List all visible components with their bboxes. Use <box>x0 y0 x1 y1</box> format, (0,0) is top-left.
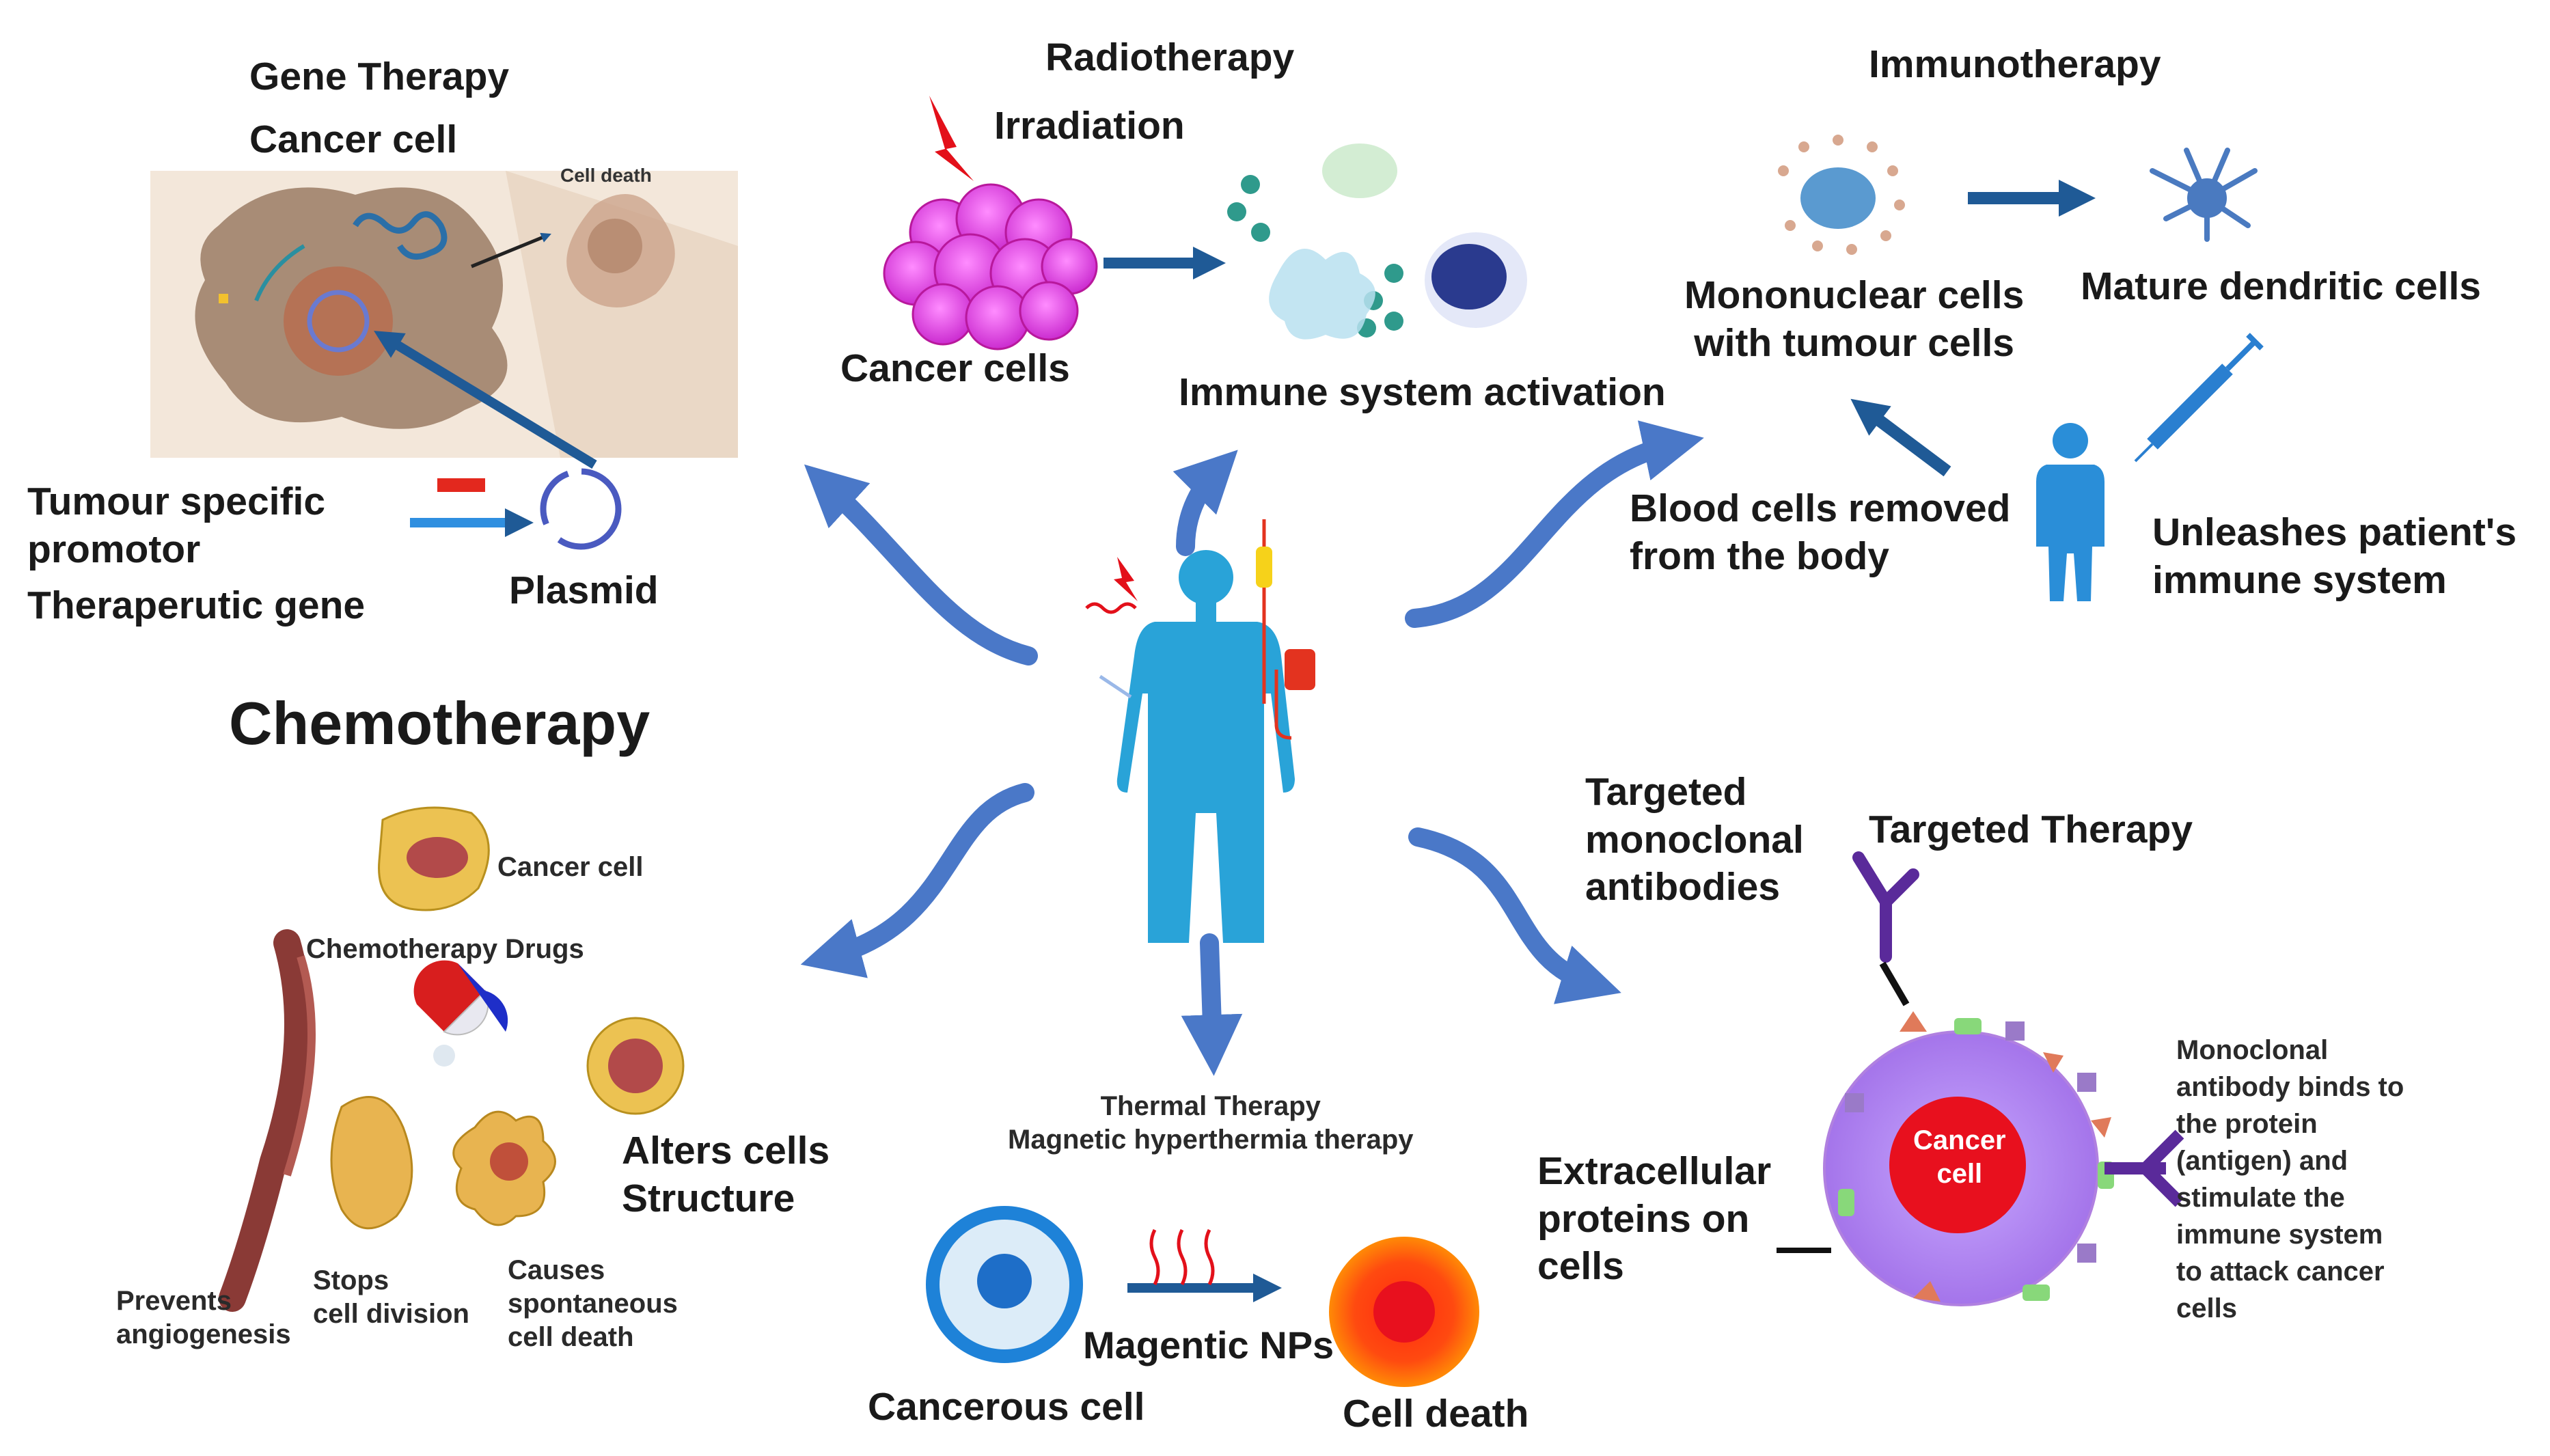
extracellular-label: Extracellular proteins on cells <box>1537 1149 1772 1289</box>
unleashes-label: Unleashes patient's immune system <box>2152 510 2517 602</box>
causes-label: Causes spontaneous cell death <box>508 1255 678 1352</box>
tumour-promotor-label: Tumour specific promotor <box>27 480 326 571</box>
arrow-to-thermal <box>1181 933 1243 1076</box>
mononuclear-label: Mononuclear cells with tumour cells <box>1684 273 2025 365</box>
stops-label: Stops cell division <box>313 1265 469 1329</box>
muscle-fibers <box>219 929 312 1312</box>
targeted-therapy-title: Targeted Therapy <box>1869 808 2193 851</box>
prevents-label: Prevents angiogenesis <box>116 1286 291 1349</box>
cancer-cells-label: Cancer cells <box>840 346 1070 390</box>
needle-small <box>1099 674 1132 699</box>
patient-figure <box>2036 423 2105 601</box>
radiotherapy-title: Radiotherapy <box>1045 36 1295 79</box>
human-figure <box>1116 550 1295 943</box>
immune-cell-blue <box>1269 249 1375 340</box>
lightning-small <box>1114 557 1138 601</box>
cancerous-cell-label: Cancerous cell <box>868 1385 1145 1429</box>
arrow-to-gene-therapy <box>804 464 1038 665</box>
targeted-cancer-cell <box>1823 1011 2114 1306</box>
wave-small <box>1085 602 1137 614</box>
antibody-top <box>1852 851 1919 963</box>
antibody-link <box>1879 961 1910 1006</box>
iv-bag-yellow <box>1256 547 1272 588</box>
immunotherapy-title: Immunotherapy <box>1869 42 2161 86</box>
heat-waves <box>1149 1228 1215 1286</box>
central-arrows <box>800 420 1704 1076</box>
antibody-right <box>2105 1129 2184 1207</box>
immuno-arrow-up <box>1850 398 1951 477</box>
cancerous-cell <box>926 1206 1083 1363</box>
antibodies-label: Targeted monoclonal antibodies <box>1585 770 1804 909</box>
gene-therapy-illustration <box>150 171 738 458</box>
immune-cells <box>1227 175 1403 338</box>
powder <box>433 1045 455 1067</box>
therapeutic-gene-label: Theraperutic gene <box>27 583 366 627</box>
gene-plasmid-arrow <box>374 331 597 469</box>
antibody-binds-label: Monoclonal antibody binds to the protein… <box>2176 1035 2404 1323</box>
plasmid-ring <box>540 468 622 550</box>
chemo-drugs-label: Chemotherapy Drugs <box>306 934 584 964</box>
promotor-bar <box>437 478 485 492</box>
dendritic-cell <box>2150 148 2258 242</box>
lightning-bolt <box>929 96 974 181</box>
immune-activation-label: Immune system activation <box>1179 370 1666 414</box>
chemotherapy-title: Chemotherapy <box>229 689 650 757</box>
plasmid-label: Plasmid <box>509 568 659 612</box>
syringe <box>2134 333 2264 463</box>
alters-label: Alters cells Structure <box>622 1129 830 1220</box>
capsule <box>413 960 508 1036</box>
irradiation-label: Irradiation <box>994 104 1185 148</box>
mononuclear-cell <box>1778 135 1905 255</box>
arrow-to-chemotherapy <box>800 783 1034 978</box>
arrow-to-targeted <box>1408 827 1621 1004</box>
chemo-cancer-cell-label: Cancer cell <box>497 852 644 882</box>
targeted-cancer-cell-label: Cancer cell <box>1913 1125 2006 1189</box>
arrow-to-immunotherapy <box>1405 420 1704 628</box>
dividing-cell <box>330 1096 413 1230</box>
gene-arrow-to-cell-death <box>471 232 551 269</box>
cancer-cell-cluster <box>883 183 1098 351</box>
gene-therapy-title: Gene Therapy <box>249 55 510 98</box>
magnetic-nps-label: Magentic NPs <box>1083 1323 1334 1366</box>
blood-cells-removed-label: Blood cells removed from the body <box>1630 486 2011 578</box>
gene-cell-death-label: Cell death <box>560 165 652 186</box>
mature-dendritic-label: Mature dendritic cells <box>2081 264 2482 308</box>
gene-cancer-cell-label: Cancer cell <box>249 118 458 161</box>
thermal-cell-death-label: Cell death <box>1343 1392 1529 1436</box>
thermal-title: Thermal Therapy Magnetic hyperthermia th… <box>1008 1091 1414 1155</box>
immune-cell-green <box>1322 143 1397 198</box>
iv-bag-red <box>1285 649 1315 690</box>
arrow-to-radiotherapy <box>1173 450 1238 556</box>
